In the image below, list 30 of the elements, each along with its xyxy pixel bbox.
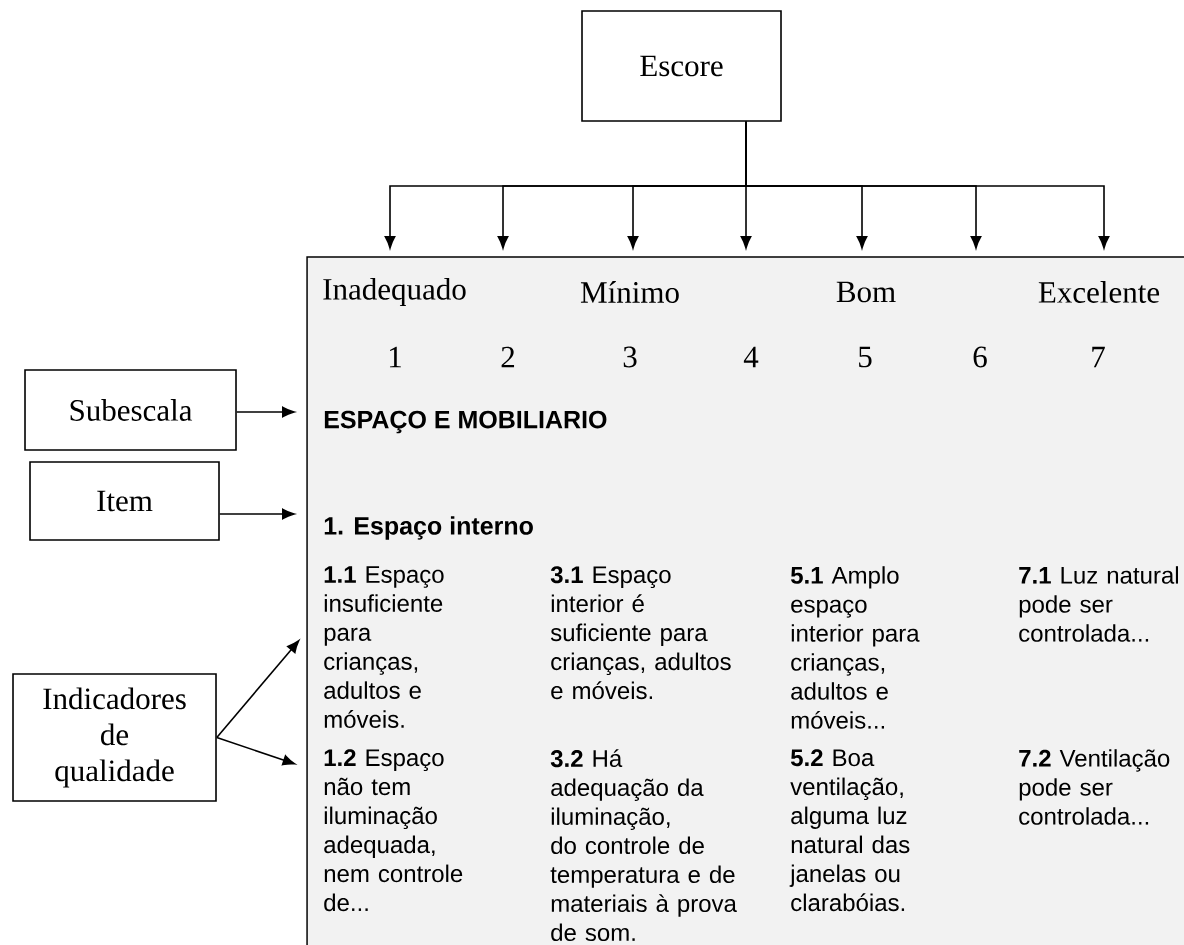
section-heading: 1. Espaço interno <box>324 516 533 540</box>
rating-label: Mínimo <box>580 281 679 303</box>
indicator-text: 3.2 Há adequação da iluminação, do controle de temperatura e de materiais à prova de som. <box>550 749 737 942</box>
indicator-text: 1.1 Espaço insuficiente para crianças, adultos e móveis. <box>324 566 444 728</box>
rating-label: Bom <box>836 281 896 303</box>
arrow <box>216 640 300 739</box>
label-box: Escore <box>581 10 782 122</box>
arrow <box>219 508 295 520</box>
score-number: 7 <box>1092 346 1105 368</box>
indicator-text: 7.1 Luz natural pode ser controlada... <box>1019 566 1178 642</box>
indicator-text: 7.2 Ventilação pode ser controlada... <box>1019 749 1170 825</box>
indicator-text: 5.1 Amplo espaço interior para crianças, adultos e móveis... <box>790 566 920 729</box>
rating-label: Inadequado <box>323 277 466 307</box>
arrow <box>745 121 1110 249</box>
score-number: 1 <box>390 346 401 368</box>
score-number: 2 <box>501 346 515 368</box>
score-number: 5 <box>859 346 872 368</box>
section-heading: ESPAÇO E MOBILIARIO <box>324 410 607 434</box>
arrow <box>236 406 295 418</box>
score-number: 6 <box>973 346 987 368</box>
label-box: Indicadores de qualidade <box>12 673 217 802</box>
label-box: Item <box>29 461 220 541</box>
score-number: 4 <box>743 346 759 368</box>
indicator-text: 5.2 Boa ventilação, alguma luz natural das janelas ou clarabóias. <box>789 749 910 912</box>
rating-label: Excelente <box>1038 281 1160 303</box>
indicator-text: 3.1 Espaço interior é suficiente para crianças, adultos e móveis. <box>550 566 731 700</box>
label-box: Subescala <box>24 369 237 451</box>
indicator-text: 1.2 Espaço não tem iluminação adequada, nem controle de... <box>324 749 463 912</box>
arrow <box>216 736 296 766</box>
score-number: 3 <box>623 346 637 368</box>
